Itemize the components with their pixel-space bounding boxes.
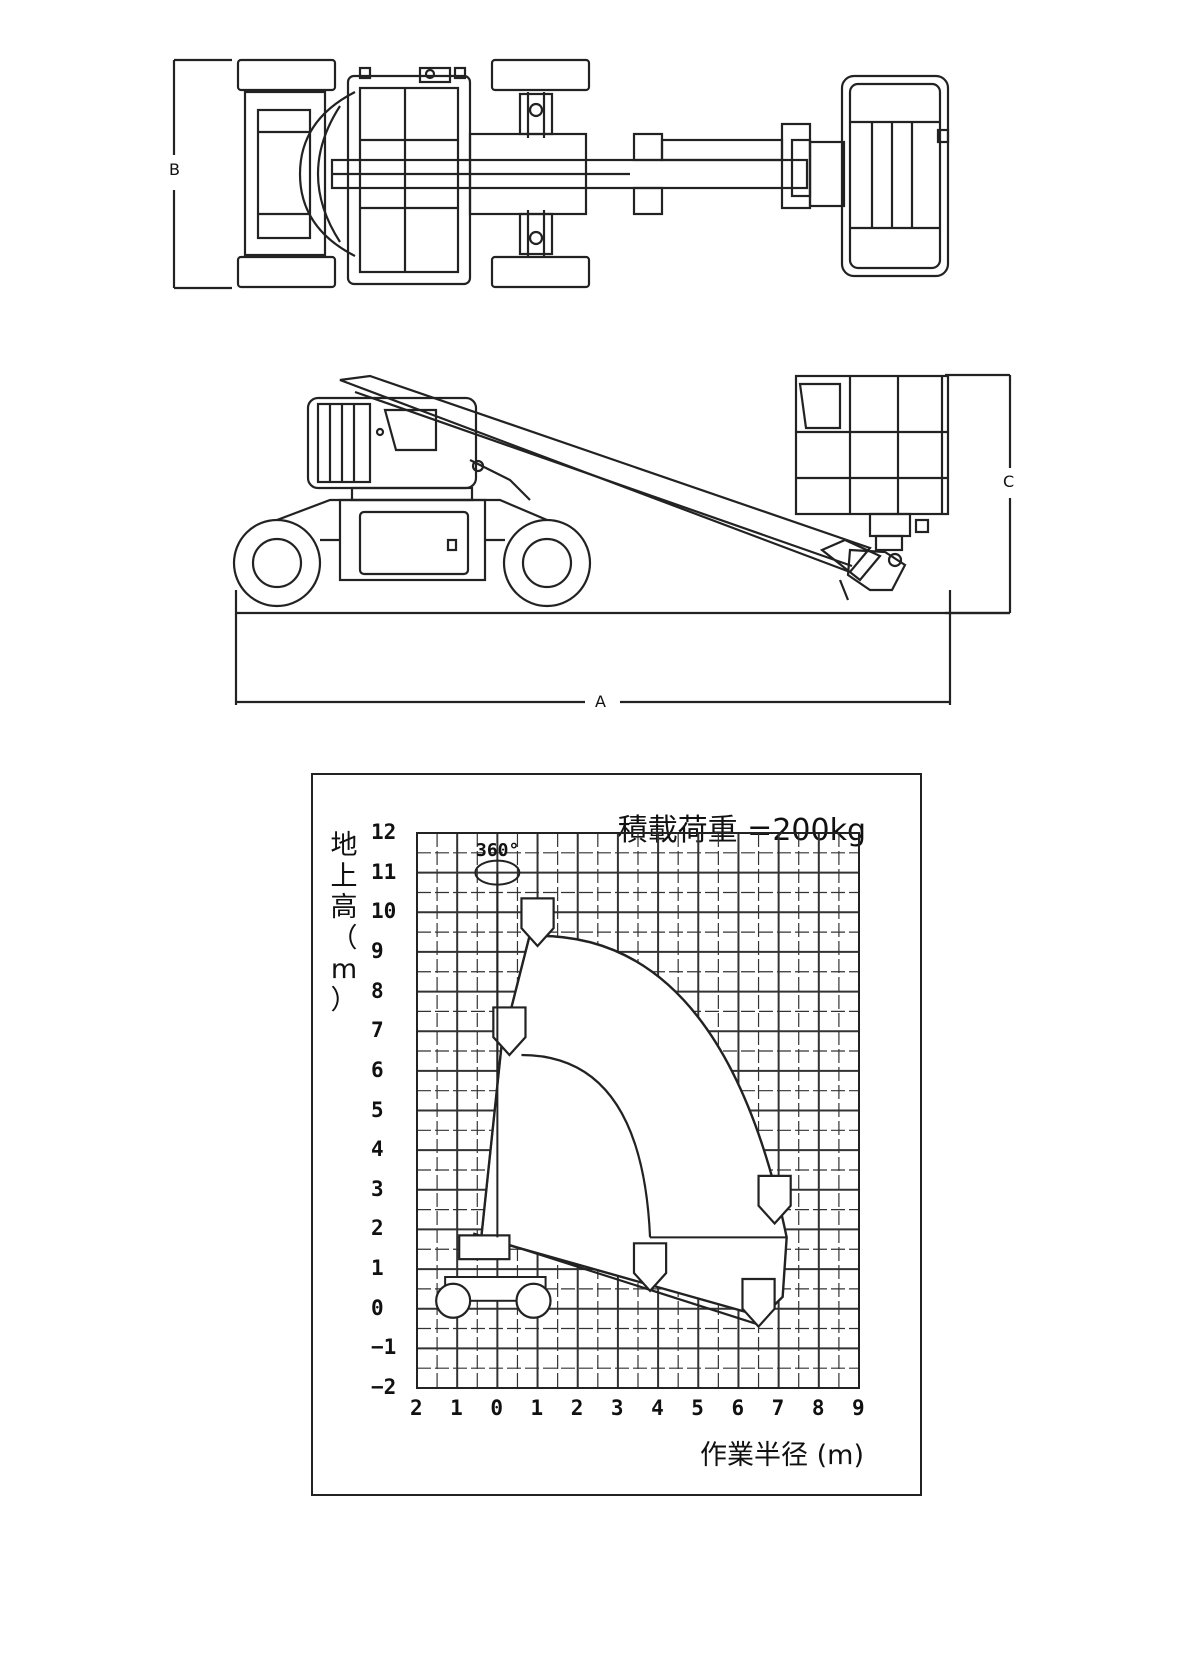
x-tick-label: 2 [570,1396,584,1420]
y-tick-label: 10 [371,899,397,924]
x-tick-label: 7 [771,1396,785,1420]
x-tick-label: 1 [530,1396,544,1420]
y-tick-label: −1 [371,1335,397,1360]
y-axis-label: 地 上 高 （ m ） [326,830,362,1016]
chart-plot [416,832,860,1389]
y-tick-label: 2 [371,1216,384,1241]
platform-position [492,1006,527,1057]
dimension-label-a: A [592,692,609,711]
boom-line [472,1232,759,1326]
wheel [435,1282,472,1319]
y-tick-label: 1 [371,1256,384,1281]
dimension-label-b: B [166,160,183,179]
y-axis-label-char: 上 [330,861,358,892]
machine-drawings [172,58,1012,705]
x-tick-label: 9 [852,1396,865,1420]
y-axis-label-char: m [330,954,358,985]
y-tick-label: 9 [371,938,384,963]
x-tick-label: 4 [651,1396,664,1420]
inner-reach-arc [521,1053,652,1238]
y-tick-label: 8 [371,978,384,1003]
y-tick-label: 6 [371,1057,384,1082]
x-tick-label: 2 [410,1396,423,1420]
x-tick-label: 8 [811,1396,825,1420]
plot-frame [416,832,860,1389]
y-tick-label: −2 [371,1375,397,1399]
y-tick-label: 4 [371,1137,384,1162]
dimension-label-c: C [1000,472,1018,491]
y-tick-label: 5 [371,1097,384,1122]
x-tick-label: 3 [610,1396,624,1420]
x-tick-label: 6 [731,1396,745,1420]
y-tick-label: 11 [371,859,397,884]
y-tick-label: 12 [371,820,397,844]
side-view [232,373,1012,705]
y-tick-label: 3 [371,1176,384,1201]
platform-position [520,897,555,948]
y-axis-label-char: ） [330,985,358,1016]
y-axis-label-char: 地 [330,830,358,861]
top-view [172,58,950,290]
x-tick-label: 5 [691,1396,704,1420]
y-axis-label-char: （ [330,923,358,954]
platform-position [757,1174,792,1226]
platform-position [741,1277,776,1329]
chassis-outline [458,1234,511,1261]
x-tick-label: 1 [450,1396,463,1420]
y-tick-label: 0 [371,1295,384,1320]
rotation-label: 360° [476,840,520,861]
y-tick-label: 7 [371,1018,384,1043]
rotation-ellipse [474,859,521,886]
x-tick-label: 0 [490,1396,504,1420]
wheel [515,1282,552,1319]
platform-position [632,1242,668,1293]
x-axis-label: 作業半径 (m) [700,1440,864,1471]
y-axis-label-char: 高 [330,892,358,923]
